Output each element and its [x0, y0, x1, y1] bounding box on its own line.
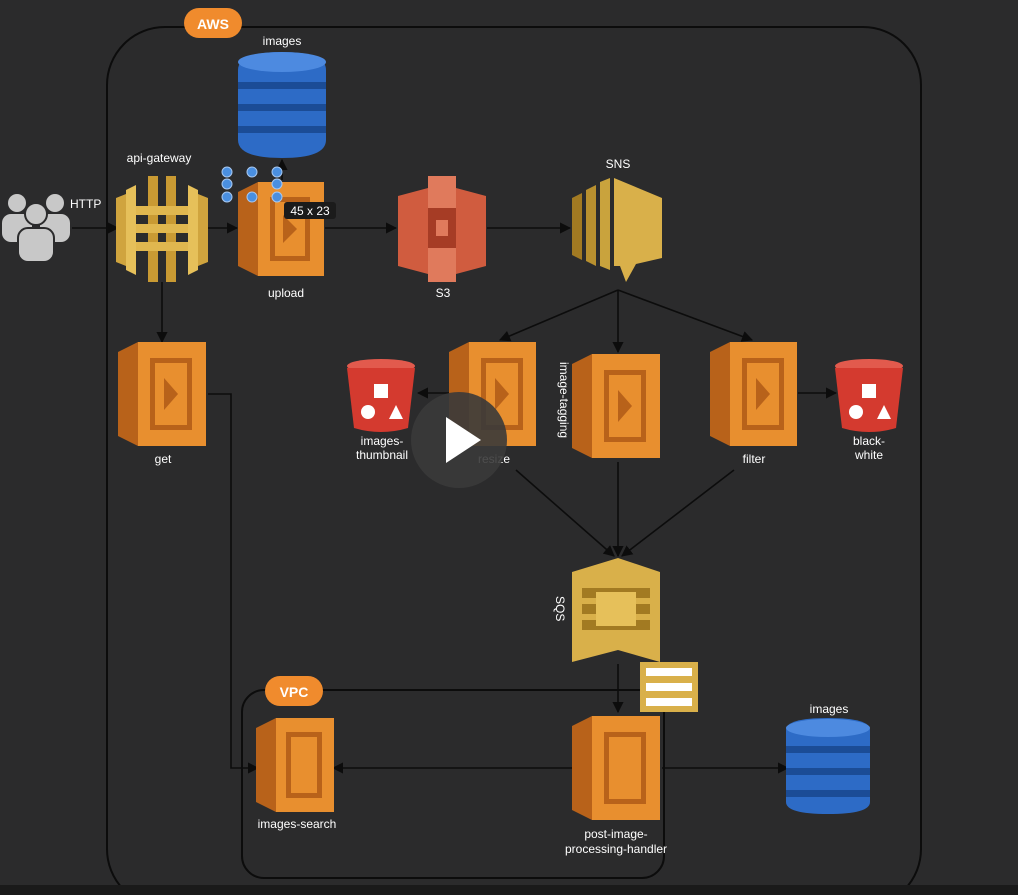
images-thumbnail-label-1: images-: [361, 434, 404, 448]
dynamodb-images-top-icon[interactable]: [238, 52, 326, 158]
http-label: HTTP: [70, 197, 101, 211]
images-thumbnail-label-2: thumbnail: [356, 448, 408, 462]
dynamodb-images-bottom-icon[interactable]: [786, 718, 870, 814]
sns-label: SNS: [606, 157, 631, 171]
selection-handles[interactable]: [221, 166, 283, 203]
black-white-label-2: white: [854, 448, 883, 462]
aws-cloud-badge: AWS: [184, 8, 242, 38]
users-icon: [2, 194, 70, 263]
s3-label: S3: [436, 286, 451, 300]
sqs-label: SQS: [553, 596, 567, 621]
s3-icon[interactable]: [398, 176, 486, 282]
selection-size-text: 45 x 23: [290, 204, 330, 218]
lambda-post-image-processing-handler-icon[interactable]: [572, 716, 660, 820]
filter-label: filter: [743, 452, 766, 466]
bucket-images-thumbnail-icon[interactable]: [347, 359, 415, 432]
aws-boundary: [106, 26, 922, 895]
images-bottom-label: images: [810, 702, 849, 716]
aws-badge-text: AWS: [197, 16, 229, 32]
api-gateway-icon[interactable]: [116, 176, 208, 282]
queue-stack-icon: [640, 662, 698, 712]
images-search-label: images-search: [258, 817, 337, 831]
images-top-label: images: [263, 34, 302, 48]
lambda-get-icon[interactable]: [118, 342, 206, 446]
lambda-filter-icon[interactable]: [710, 342, 797, 446]
lambda-image-tagging-icon[interactable]: [572, 354, 660, 458]
image-tagging-label: image-tagging: [557, 362, 571, 438]
selection-size-tooltip: 45 x 23: [284, 202, 336, 219]
sqs-icon[interactable]: [572, 558, 660, 662]
post-handler-label-1: post-image-: [584, 827, 647, 841]
play-icon: [446, 417, 481, 463]
connectors: [72, 158, 838, 774]
vpc-cloud-badge: VPC: [265, 676, 323, 706]
upload-label: upload: [268, 286, 304, 300]
bucket-black-white-icon[interactable]: [835, 359, 903, 432]
lambda-images-search-icon[interactable]: [256, 718, 334, 812]
api-gateway-label: api-gateway: [127, 151, 192, 165]
black-white-label-1: black-: [853, 434, 885, 448]
sns-icon[interactable]: [572, 178, 662, 282]
bottom-edge-bar: [0, 885, 1018, 895]
vpc-boundary: [241, 689, 665, 879]
get-label: get: [155, 452, 172, 466]
play-button[interactable]: [411, 392, 507, 488]
vpc-badge-text: VPC: [280, 684, 309, 700]
post-handler-label-2: processing-handler: [565, 842, 667, 856]
